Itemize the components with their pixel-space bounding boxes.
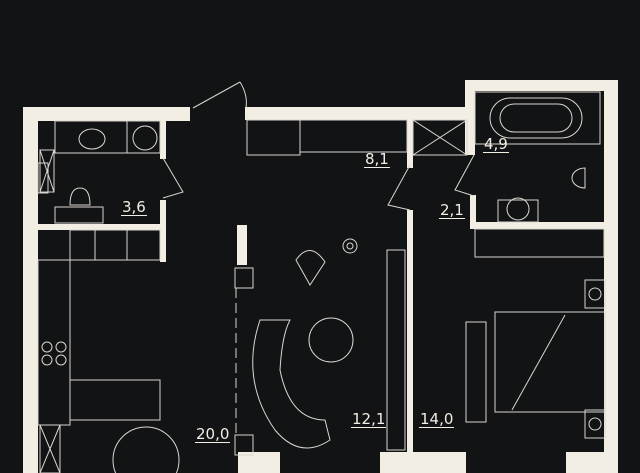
walls [23, 80, 618, 473]
room-area-hallway: 2,1 [439, 201, 465, 219]
room-area-living-room: 12,1 [351, 410, 387, 428]
room-area-kitchen-dining: 20,0 [195, 425, 231, 443]
fixtures [37, 81, 606, 473]
room-area-bedroom: 14,0 [419, 410, 455, 428]
room-area-wardrobe: 8,1 [364, 150, 390, 168]
room-area-bathroom-small: 3,6 [121, 198, 147, 216]
room-area-bathroom-large: 4,9 [483, 135, 509, 153]
